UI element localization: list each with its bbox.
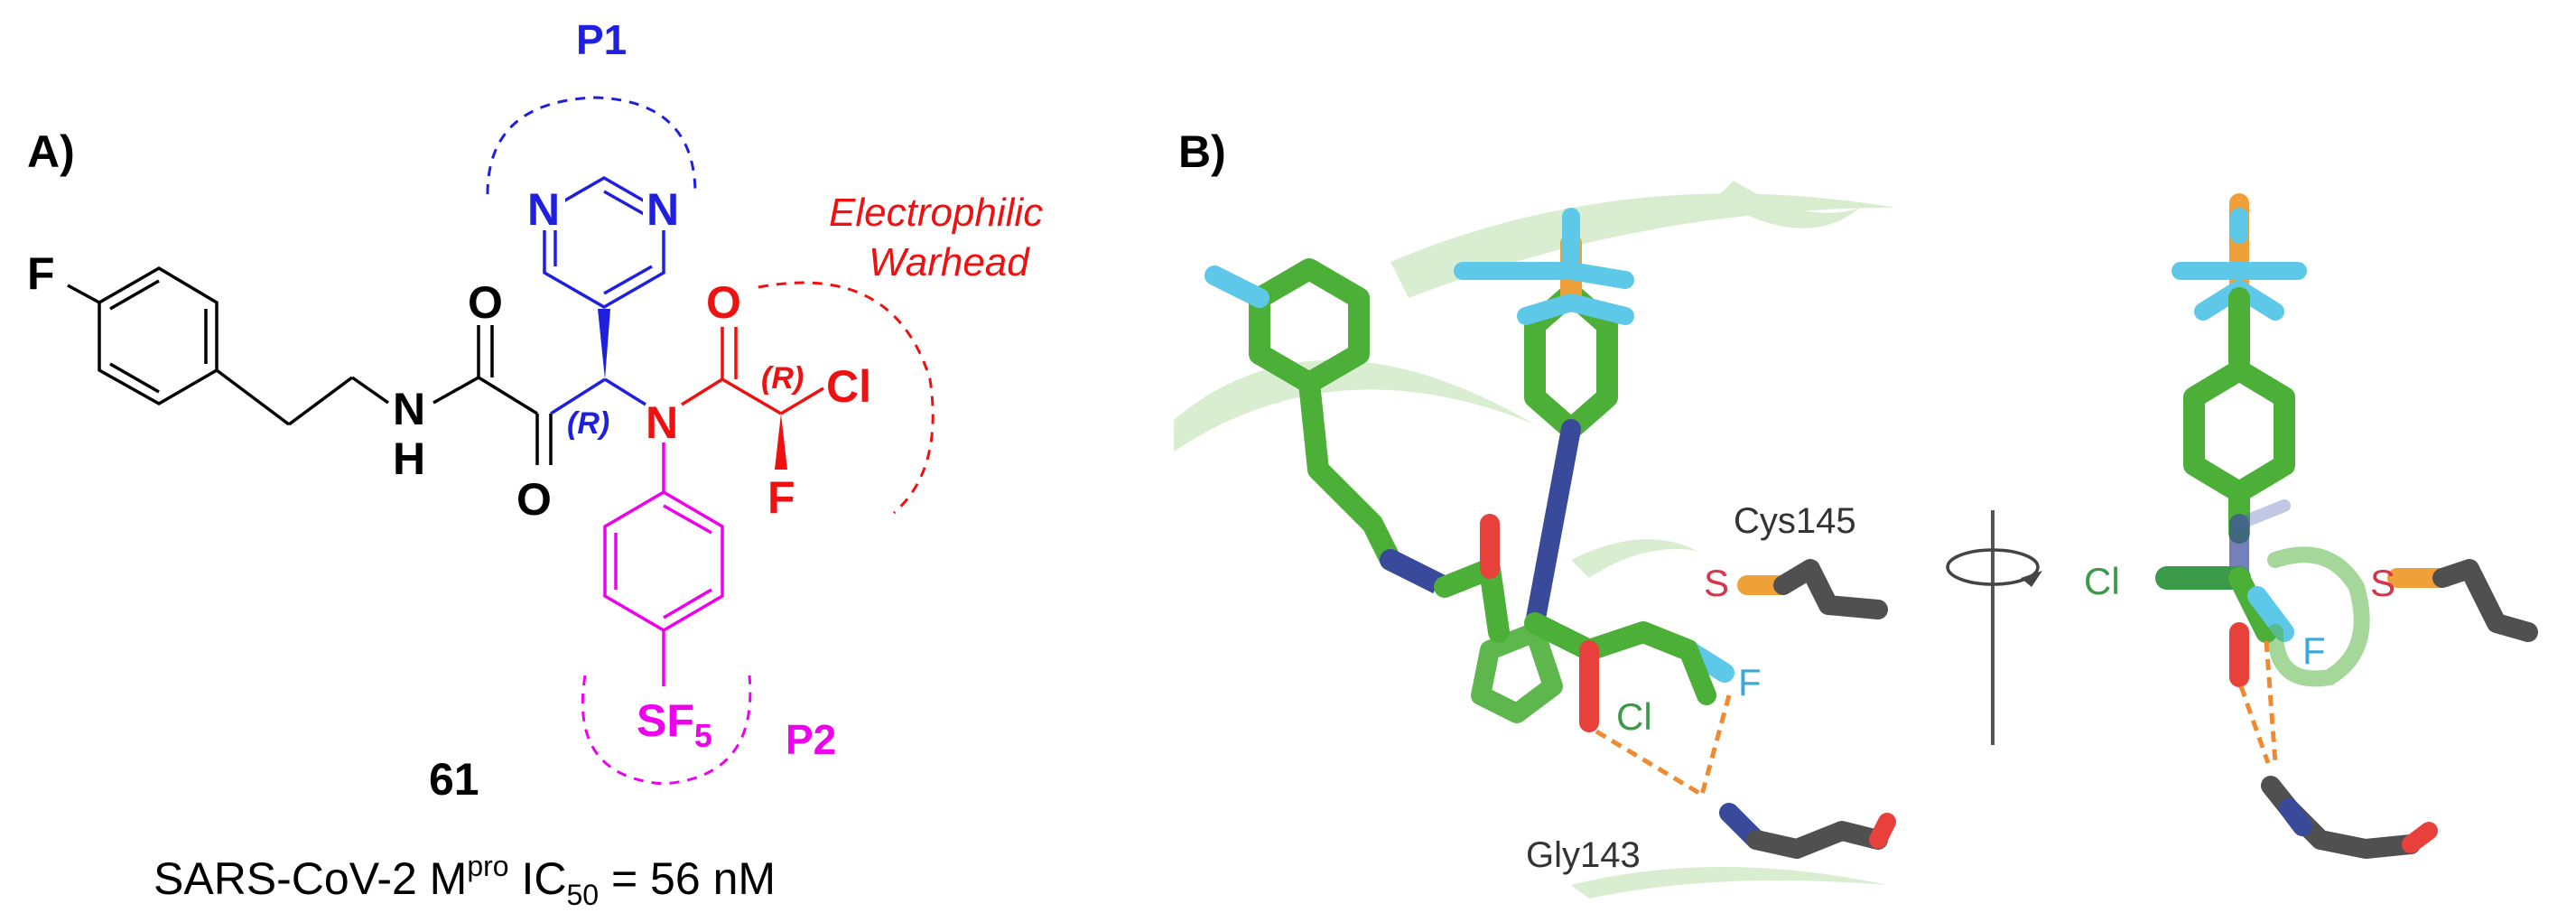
warhead-dashed-arc: [758, 281, 935, 515]
left-sulfur-label: S: [1704, 562, 1729, 604]
pyrimidine-n1-bg: [524, 185, 565, 230]
sf5-group: SF5: [637, 695, 712, 754]
p1-label: P1: [576, 16, 627, 63]
p2-label: P2: [786, 716, 836, 763]
activity-text: SARS-CoV-2 Mpro IC50 = 56 nM: [153, 850, 776, 911]
warhead-wedge-bond: [775, 414, 787, 470]
p2-dashed-arc: [581, 675, 752, 786]
panel-b-label: B): [1178, 126, 1226, 177]
warhead-label-line1: Electrophilic: [829, 191, 1043, 235]
p1-bonds: [550, 377, 646, 415]
left-chloro-label: Cl: [1616, 695, 1652, 738]
rotation-arrowhead: [2021, 571, 2042, 587]
alpha-fluoro-atom: F: [767, 472, 795, 523]
hbond-dashes-left: [1595, 694, 1732, 797]
ligand-left: [1204, 208, 1734, 732]
pyrimidine-n1: N: [527, 184, 560, 235]
cys145-label: Cys145: [1734, 501, 1856, 541]
hbond-dashes-right: [2238, 640, 2278, 764]
ligand-right: [2155, 193, 2538, 859]
compound-number: 61: [429, 754, 479, 805]
right-fluoro-label: F: [2302, 629, 2326, 672]
right-sulfur-label: S: [2370, 562, 2395, 604]
rotation-arrow: [1946, 548, 2040, 586]
panel-a: A) F N H O O: [27, 16, 1043, 911]
chloro-atom: Cl: [826, 361, 871, 412]
protein-ribbons: [1174, 181, 1896, 899]
stereo-r1: (R): [567, 406, 609, 441]
ethyl-linker: [215, 325, 553, 465]
fluorophenyl-ring: [67, 265, 219, 406]
stereo-r2: (R): [761, 361, 804, 396]
central-nitrogen: N: [646, 397, 678, 448]
p2-bonds: [603, 442, 724, 686]
p1-dashed-arc: [486, 96, 697, 195]
carbonyl-oxygen-1: O: [468, 277, 503, 328]
warhead-bonds: [681, 327, 824, 415]
panel-a-label: A): [27, 126, 75, 177]
gly143-backbone: [1695, 778, 1896, 859]
pyrimidine-n2-bg: [643, 185, 684, 230]
acyl-oxygen: O: [706, 277, 741, 328]
rotation-indicator: [1946, 510, 2042, 745]
gly143-label: Gly143: [1526, 835, 1641, 875]
amide-hydrogen: H: [393, 433, 425, 484]
right-chloro-label: Cl: [2084, 560, 2120, 602]
carbonyl-oxygen-2: O: [516, 474, 552, 525]
pyrimidine-n2: N: [646, 184, 679, 235]
amide-nitrogen: N: [393, 384, 425, 434]
warhead-label-line2: Warhead: [869, 240, 1030, 284]
fluoro-atom: F: [27, 248, 55, 299]
p1-wedge-bond: [598, 309, 610, 379]
cys145-sidechain: [1737, 559, 1888, 619]
left-fluoro-label: F: [1738, 661, 1762, 703]
panel-b: B): [1174, 126, 2538, 899]
